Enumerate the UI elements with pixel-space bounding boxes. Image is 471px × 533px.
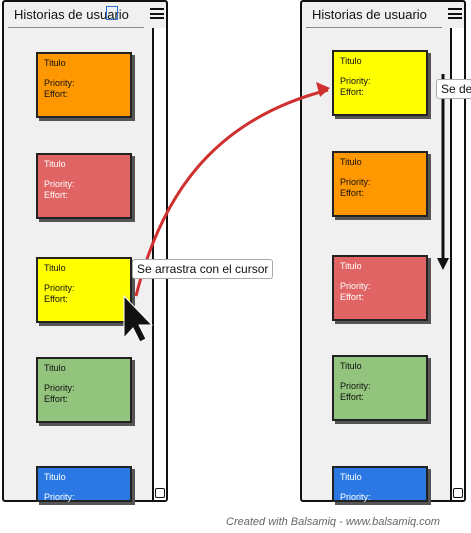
card-title: Titulo	[44, 472, 66, 482]
shift-callout: Se de	[436, 79, 471, 99]
card-title: Titulo	[44, 58, 66, 68]
story-card[interactable]: Titulo Priority: Effort:	[332, 151, 428, 217]
card-title: Titulo	[44, 263, 66, 273]
scroll-thumb[interactable]	[155, 488, 165, 498]
title-divider	[306, 27, 442, 28]
scrollbar[interactable]	[450, 28, 464, 500]
story-card[interactable]: Titulo Priority: Effort:	[332, 255, 428, 321]
panel-title: Historias de usuario	[312, 7, 427, 22]
story-card-dropped[interactable]: Titulo Priority: Effort:	[332, 50, 428, 116]
card-priority: Priority:	[340, 177, 371, 187]
drag-arrow-head-icon	[316, 82, 330, 97]
card-effort: Effort:	[44, 190, 68, 200]
card-effort: Effort:	[340, 87, 364, 97]
title-divider	[8, 27, 144, 28]
card-priority: Priority:	[44, 78, 75, 88]
left-list-panel: Historias de usuario Titulo Priority: Ef…	[2, 0, 168, 502]
text-caret	[106, 6, 118, 20]
menu-icon[interactable]	[448, 8, 462, 19]
card-priority: Priority:	[44, 492, 75, 502]
card-effort: Effort:	[44, 394, 68, 404]
card-priority: Priority:	[44, 383, 75, 393]
panel-title: Historias de usuario	[14, 7, 129, 22]
card-effort: Effort:	[44, 89, 68, 99]
card-priority: Priority:	[44, 283, 75, 293]
story-card[interactable]: Titulo Priority: Effort:	[36, 357, 132, 423]
story-card[interactable]: Titulo Priority:	[332, 466, 428, 502]
card-priority: Priority:	[340, 492, 371, 502]
card-effort: Effort:	[44, 294, 68, 304]
story-card-dragged[interactable]: Titulo Priority: Effort:	[36, 257, 132, 323]
card-title: Titulo	[44, 363, 66, 373]
shift-arrow-head-icon	[437, 258, 449, 270]
card-title: Titulo	[340, 361, 362, 371]
card-priority: Priority:	[44, 179, 75, 189]
card-title: Titulo	[340, 157, 362, 167]
story-card[interactable]: Titulo Priority: Effort:	[332, 355, 428, 421]
scroll-thumb[interactable]	[453, 488, 463, 498]
mouse-cursor-icon	[123, 294, 154, 343]
card-title: Titulo	[44, 159, 66, 169]
drag-callout: Se arrastra con el cursor	[132, 259, 274, 279]
card-priority: Priority:	[340, 76, 371, 86]
card-effort: Effort:	[340, 392, 364, 402]
story-card[interactable]: Titulo Priority: Effort:	[36, 153, 132, 219]
card-effort: Effort:	[340, 188, 364, 198]
card-title: Titulo	[340, 261, 362, 271]
card-title: Titulo	[340, 56, 362, 66]
card-effort: Effort:	[340, 292, 364, 302]
card-title: Titulo	[340, 472, 362, 482]
story-card[interactable]: Titulo Priority:	[36, 466, 132, 502]
card-priority: Priority:	[340, 281, 371, 291]
balsamiq-credit: Created with Balsamiq - www.balsamiq.com	[226, 516, 440, 528]
card-priority: Priority:	[340, 381, 371, 391]
menu-icon[interactable]	[150, 8, 164, 19]
story-card[interactable]: Titulo Priority: Effort:	[36, 52, 132, 118]
